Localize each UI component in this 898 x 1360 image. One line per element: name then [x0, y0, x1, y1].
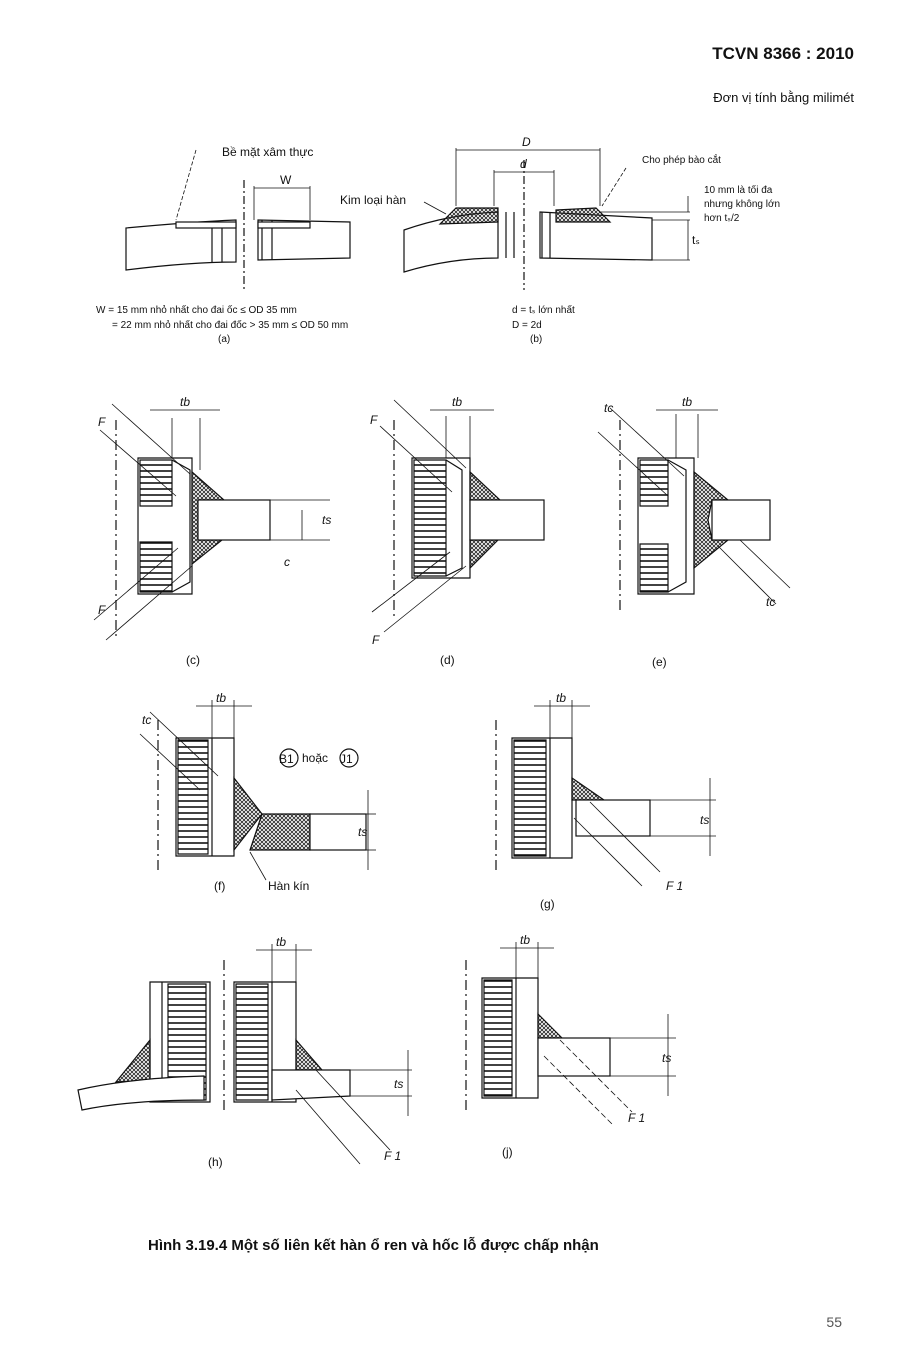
max-note-1: 10 mm là tối đa — [704, 185, 773, 196]
seal-weld-label: Hàn kín — [268, 879, 309, 893]
dim-w: W — [280, 173, 292, 187]
label-j: (j) — [502, 1145, 513, 1159]
w-note-line1: W = 15 mm nhỏ nhất cho đai ốc ≤ OD 35 mm — [96, 305, 297, 316]
d-tb: tb — [452, 395, 462, 409]
dim-D: D — [522, 135, 531, 149]
allow-cut-label: Cho phép bào cắt — [642, 155, 721, 166]
label-h: (h) — [208, 1155, 223, 1169]
figure-c-drawing — [93, 403, 330, 641]
h-tb: tb — [276, 935, 286, 949]
erosion-surface-label: Bề mặt xâm thực — [222, 145, 314, 159]
dim-ts-b: tₛ — [692, 233, 700, 247]
label-e: (e) — [652, 655, 667, 669]
label-a: (a) — [218, 334, 231, 345]
d-F-bottom: F — [372, 633, 380, 647]
figure-j-drawing — [465, 942, 676, 1125]
f-ts: ts — [358, 825, 367, 839]
figure-e-drawing — [597, 407, 791, 610]
e-tb: tb — [682, 395, 692, 409]
label-g: (g) — [540, 897, 555, 911]
j1-mark: J1 — [340, 752, 353, 766]
figure-g-drawing — [495, 700, 716, 887]
weld-metal-label: Kim loại hàn — [340, 193, 407, 207]
c-tb: tb — [180, 395, 190, 409]
b1-mark: B1 — [279, 752, 294, 766]
f-tc: tc — [142, 713, 151, 727]
label-b: (b) — [530, 334, 543, 345]
c-F-top: F — [98, 415, 106, 429]
unit-note: Đơn vị tính bằng milimét — [713, 90, 854, 105]
j-ts: ts — [662, 1051, 671, 1065]
c-ts: ts — [322, 513, 331, 527]
e-tc-top: tc — [604, 401, 613, 415]
standard-code: TCVN 8366 : 2010 — [712, 44, 854, 63]
eq-D: D = 2d — [512, 320, 542, 331]
c-c: c — [284, 555, 290, 569]
g-F1: F 1 — [666, 879, 683, 893]
label-f: (f) — [214, 879, 225, 893]
figure-h-drawing — [77, 944, 412, 1165]
h-F1: F 1 — [384, 1149, 401, 1163]
figure-b-drawing — [403, 148, 690, 290]
g-tb: tb — [556, 691, 566, 705]
c-F-bottom: F — [98, 603, 106, 617]
h-ts: ts — [394, 1077, 403, 1091]
j-F1: F 1 — [628, 1111, 645, 1125]
max-note-3: hơn tₛ/2 — [704, 213, 740, 224]
figure-d-drawing — [371, 399, 545, 633]
d-F-top: F — [370, 413, 378, 427]
j-tb: tb — [520, 933, 530, 947]
f-tb: tb — [216, 691, 226, 705]
page-number: 55 — [826, 1314, 842, 1330]
g-ts: ts — [700, 813, 709, 827]
or-text: hoặc — [302, 751, 328, 765]
figure-f-drawing — [139, 700, 376, 881]
figure-caption: Hình 3.19.4 Một số liên kết hàn ổ ren và… — [148, 1237, 599, 1254]
label-d: (d) — [440, 653, 455, 667]
dim-d: d — [520, 157, 527, 171]
w-note-line2: = 22 mm nhỏ nhất cho đai đốc > 35 mm ≤ O… — [112, 320, 349, 331]
e-tc-bottom: tc — [766, 595, 775, 609]
label-c: (c) — [186, 653, 200, 667]
eq-d: d = tₛ lớn nhất — [512, 305, 575, 316]
max-note-2: nhưng không lớn — [704, 199, 781, 210]
figure-a-drawing — [125, 149, 351, 292]
